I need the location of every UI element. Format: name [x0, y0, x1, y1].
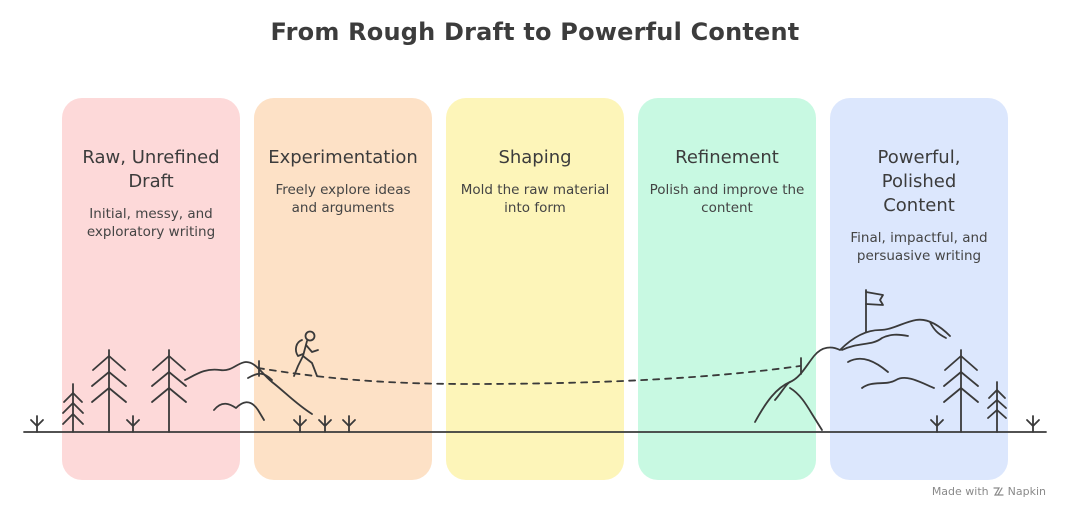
- stage-title: Experimentation: [268, 147, 418, 168]
- stage-description: Mold the raw material into form: [460, 182, 610, 216]
- stage-description: Freely explore ideas and arguments: [275, 182, 411, 216]
- mountain-icon: [754, 318, 951, 431]
- page-title: From Rough Draft to Powerful Content: [270, 18, 800, 46]
- tree-icon: [943, 349, 979, 433]
- stage-description: Polish and improve the content: [649, 182, 805, 216]
- napkin-brand-label: Napkin: [1007, 485, 1046, 498]
- made-with-label: Made with: [931, 485, 989, 498]
- stage-title: Powerful, Polished Content: [877, 147, 961, 216]
- flag-icon: [865, 289, 884, 333]
- tree-icon: [91, 349, 127, 433]
- hill-icon: [184, 361, 313, 421]
- stage-title: Refinement: [675, 147, 779, 168]
- grass-icon: [30, 415, 44, 433]
- tree-icon: [987, 381, 1007, 433]
- dashed-trail: [257, 365, 801, 385]
- tree-icon: [62, 383, 84, 433]
- stage-raw-draft: Raw, Unrefined Draft Initial, messy, and…: [62, 98, 240, 480]
- stage-title: Shaping: [498, 147, 572, 168]
- grass-icon: [126, 415, 140, 433]
- stage-description: Final, impactful, and persuasive writing: [850, 230, 988, 264]
- stage-experimentation: Experimentation Freely explore ideas and…: [254, 98, 432, 480]
- stage-powerful-content: Powerful, Polished Content Final, impact…: [830, 98, 1008, 480]
- grass-icon: [293, 415, 356, 433]
- grass-icon: [930, 415, 944, 433]
- stage-description: Initial, messy, and exploratory writing: [86, 206, 216, 240]
- stage-shaping: Shaping Mold the raw material into form: [446, 98, 624, 480]
- made-with-napkin-footer: Made with Napkin: [932, 485, 1046, 498]
- napkin-logo-icon: [993, 487, 1004, 496]
- grass-icon: [1026, 415, 1040, 433]
- hiker-icon: [293, 330, 319, 377]
- stage-title: Raw, Unrefined Draft: [82, 147, 220, 192]
- stage-refinement: Refinement Polish and improve the conten…: [638, 98, 816, 480]
- tree-icon: [151, 349, 187, 433]
